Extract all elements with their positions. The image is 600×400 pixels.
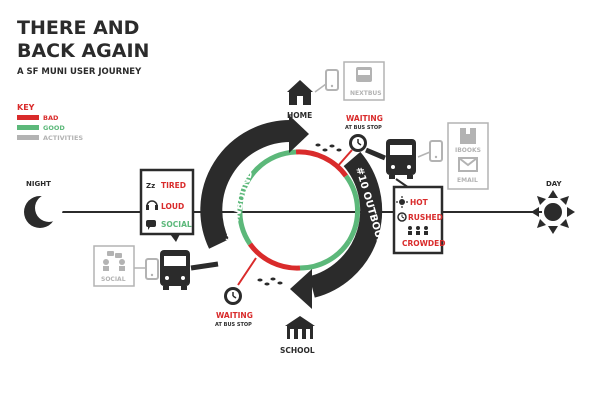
key-swatch-bad xyxy=(17,115,39,120)
phone-icon xyxy=(325,69,339,91)
clock-icon xyxy=(224,287,242,305)
key-label-bad: BAD xyxy=(43,114,59,122)
school-label: SCHOOL xyxy=(280,346,315,355)
school-icon xyxy=(285,316,315,339)
waiting-bottom-title: WAITING xyxy=(216,311,253,320)
social-activity: SOCIAL xyxy=(93,245,159,287)
clock-small-icon xyxy=(397,212,407,222)
phone-icon xyxy=(145,258,159,280)
sun-small-icon xyxy=(396,196,408,208)
bus-icon xyxy=(356,67,372,82)
phone-icon xyxy=(429,140,443,162)
ibooks-label: IBOOKS xyxy=(455,147,481,154)
nextbus-activity: NEXTBUS xyxy=(314,61,385,101)
home-icon xyxy=(287,80,313,105)
waiting-bottom-subtitle: AT BUS STOP xyxy=(215,322,252,328)
key-swatch-good xyxy=(17,125,39,130)
top-bus-connector xyxy=(365,147,386,161)
waiting-top-title: WAITING xyxy=(346,114,383,123)
title-line-1: THERE AND xyxy=(17,17,139,39)
chat-icon xyxy=(146,220,156,230)
footsteps-icon xyxy=(315,143,342,152)
rushed-label: RUSHED xyxy=(408,213,443,222)
people-chat-icon xyxy=(103,251,125,271)
clock-icon xyxy=(349,134,367,152)
mail-icon xyxy=(458,157,478,172)
headphones-icon xyxy=(146,200,158,210)
social-activity-label: SOCIAL xyxy=(101,276,126,283)
outbound-route-arrow: #10 OUTBOUND xyxy=(290,151,389,309)
moon-icon xyxy=(24,194,63,228)
subtitle: A SF MUNI USER JOURNEY xyxy=(17,67,142,77)
bottom-bus-connector xyxy=(190,261,219,271)
bus-icon xyxy=(386,139,416,179)
loud-label: LOUD xyxy=(161,202,184,211)
journey-ring xyxy=(237,149,361,271)
home-label: HOME xyxy=(287,111,312,120)
key-label-good: GOOD xyxy=(43,124,65,132)
sun-icon xyxy=(531,190,575,234)
title-line-2: BACK AGAIN xyxy=(17,40,149,62)
outbound-experience-box: HOT RUSHED CROWDED xyxy=(392,178,446,255)
ibooks-email-activity: IBOOKS EMAIL xyxy=(417,122,489,190)
key-label-activities: ACTIVITIES xyxy=(43,134,83,142)
waiting-top-connector xyxy=(336,149,353,168)
bus-icon xyxy=(160,250,190,290)
waiting-top-subtitle: AT BUS STOP xyxy=(345,125,382,131)
tired-label: TIRED xyxy=(161,181,186,190)
key-swatch-activities xyxy=(17,135,39,140)
night-label: NIGHT xyxy=(26,180,51,188)
crowded-label: CROWDED xyxy=(402,239,446,248)
day-label: DAY xyxy=(546,180,563,188)
key-title: KEY xyxy=(17,103,35,112)
inbound-experience-box: Zz TIRED LOUD SOCIAL xyxy=(139,168,195,242)
social-label: SOCIAL xyxy=(161,220,192,229)
inbound-route-arrow: #10 INBOUND xyxy=(200,115,309,249)
email-label: EMAIL xyxy=(457,177,478,184)
crowd-icon xyxy=(408,226,428,235)
zzz-icon: Zz xyxy=(146,182,155,190)
footsteps-icon xyxy=(257,277,283,286)
waiting-bottom-connector xyxy=(237,257,257,286)
nextbus-label: NEXTBUS xyxy=(350,90,382,97)
hot-label: HOT xyxy=(410,198,429,207)
book-icon xyxy=(460,128,476,144)
